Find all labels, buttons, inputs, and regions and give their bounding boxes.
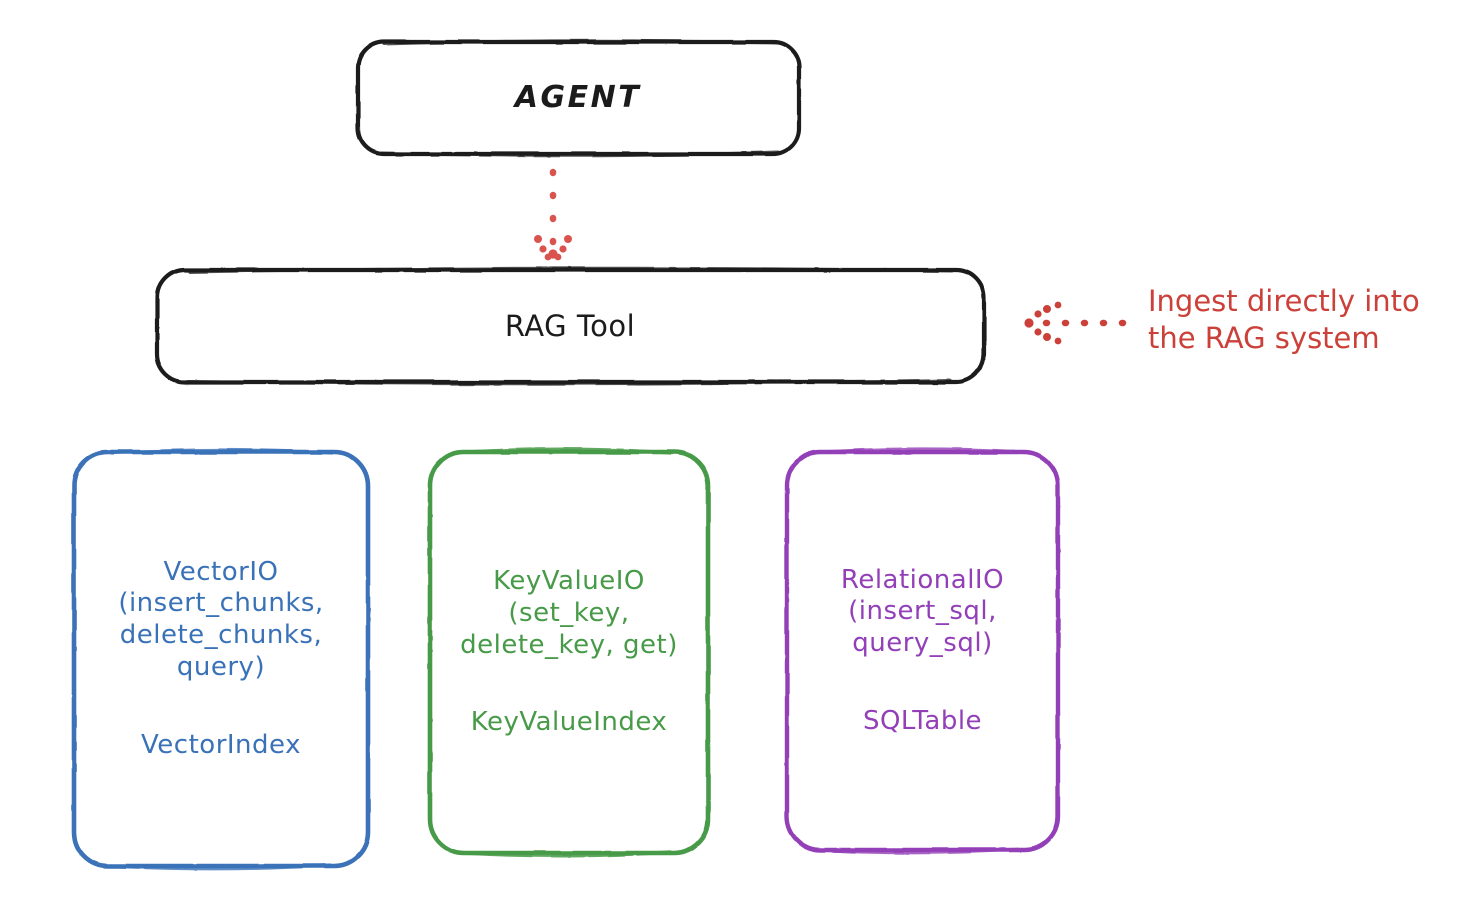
dotted-arrow-left-icon — [1024, 301, 1145, 345]
key-value-io-node[interactable]: KeyValueIO (set_key, delete_key, get) Ke… — [428, 450, 710, 855]
vector-io-methods: VectorIO (insert_chunks, delete_chunks, … — [118, 556, 324, 682]
rag-tool-node[interactable]: RAG Tool — [155, 268, 985, 383]
ingest-annotation: Ingest directly into the RAG system — [1148, 284, 1420, 356]
vector-io-node[interactable]: VectorIO (insert_chunks, delete_chunks, … — [72, 450, 370, 868]
rag-tool-label: RAG Tool — [504, 308, 636, 343]
relational-io-index: SQLTable — [862, 705, 983, 736]
relational-io-node[interactable]: RelationalIO (insert_sql, query_sql) SQL… — [785, 450, 1060, 852]
vector-io-index: VectorIndex — [141, 729, 301, 760]
key-value-io-methods: KeyValueIO (set_key, delete_key, get) — [460, 566, 678, 660]
agent-node[interactable]: AGENT — [356, 40, 800, 155]
relational-io-methods: RelationalIO (insert_sql, query_sql) — [840, 564, 1005, 658]
agent-label: AGENT — [514, 80, 642, 115]
dotted-arrow-down-icon — [534, 168, 572, 261]
key-value-io-index: KeyValueIndex — [470, 707, 668, 738]
